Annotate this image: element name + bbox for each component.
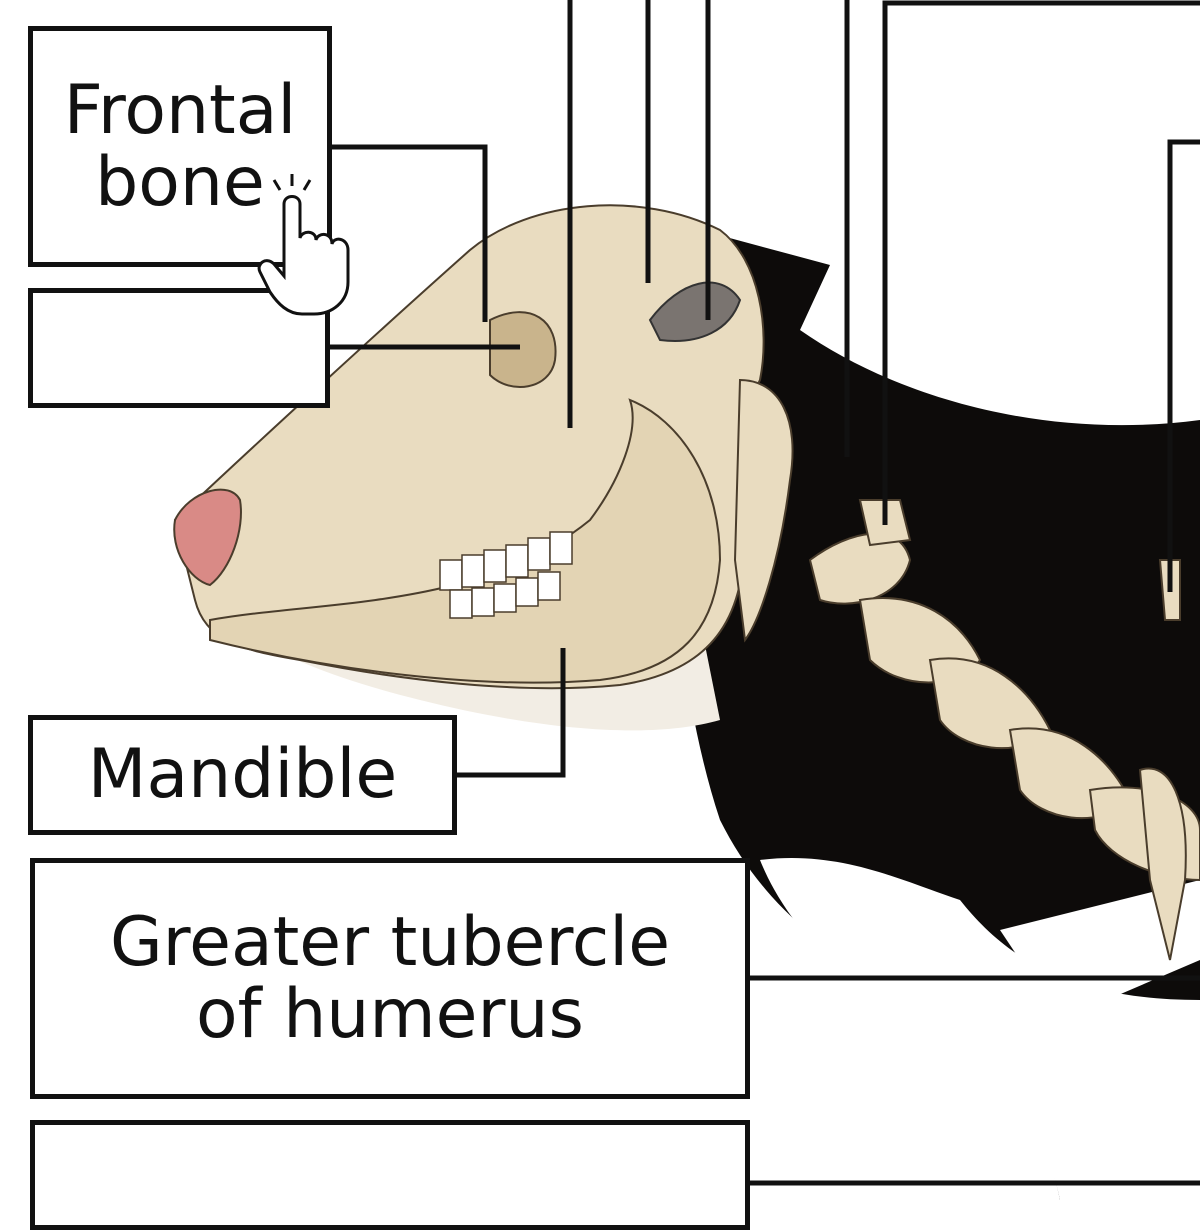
greater-tubercle-line1: Greater tubercle: [109, 903, 671, 983]
hand-pointer-icon: [257, 174, 350, 316]
label-blank-2[interactable]: [30, 1120, 750, 1230]
label-blank-1[interactable]: [28, 288, 330, 408]
greater-tubercle-line2: of humerus: [196, 974, 584, 1054]
orbit: [489, 311, 557, 388]
horn: [648, 281, 742, 342]
leader-line-1170: [1167, 139, 1200, 592]
cow-chest-white: [760, 858, 1200, 1200]
label-frontal-bone[interactable]: Frontal bone: [28, 26, 332, 267]
label-mandible[interactable]: Mandible: [28, 715, 457, 835]
nose: [173, 488, 242, 587]
label-greater-tubercle[interactable]: Greater tubercle of humerus: [30, 858, 750, 1099]
cow-neck-white: [1000, 880, 1200, 1020]
mandible-text: Mandible: [87, 735, 398, 815]
frontal-bone-line1: Frontal: [63, 71, 297, 151]
leader-mandible: [455, 648, 566, 778]
leader-frontal-bone: [330, 144, 488, 322]
leader-line-885: [882, 0, 1200, 525]
cervical-vertebrae: [733, 378, 1200, 961]
teeth: [439, 531, 573, 619]
cow-skeleton-illustration: [173, 0, 1200, 1200]
leader-lines: [330, 0, 1200, 1186]
frontal-bone-line2: bone: [95, 142, 265, 222]
